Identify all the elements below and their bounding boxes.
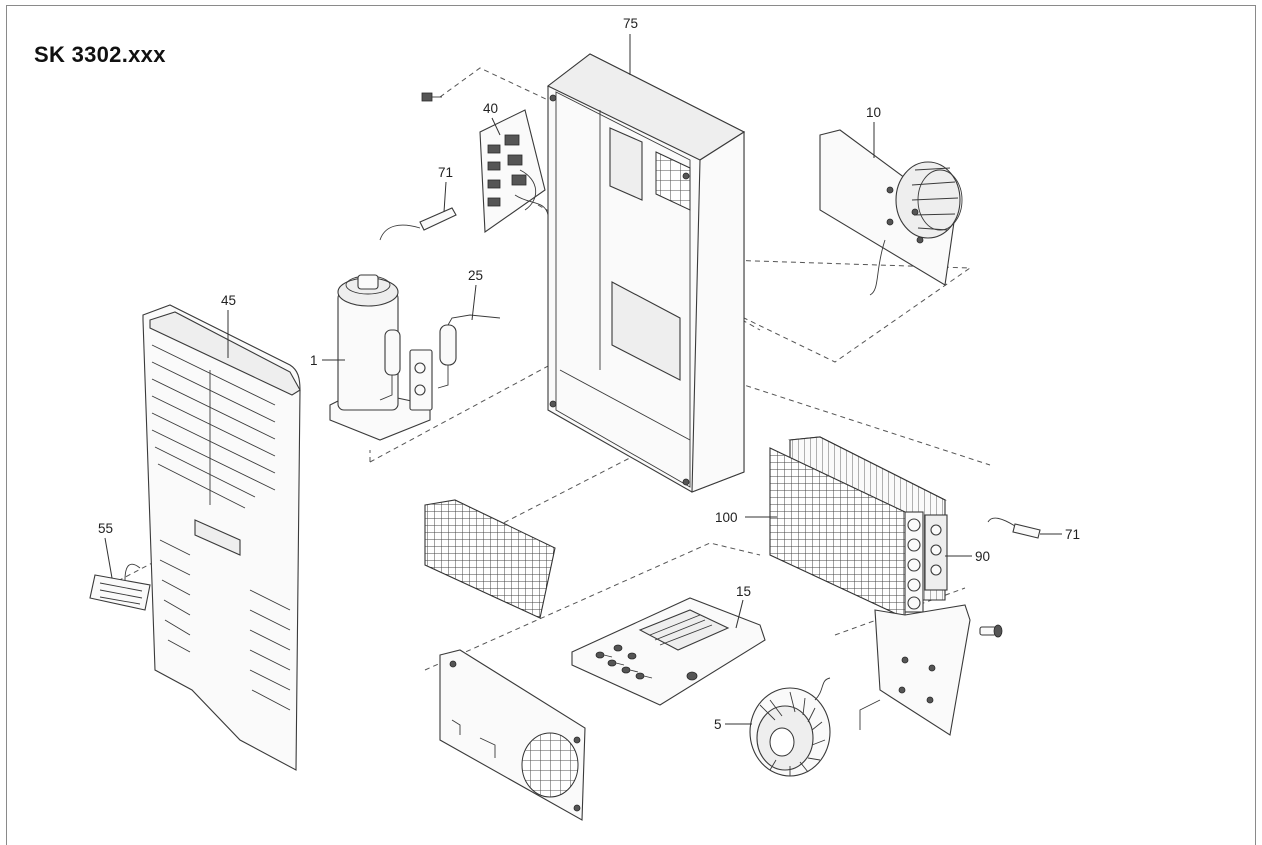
drawing-frame (6, 5, 1256, 845)
callout-55: 55 (98, 521, 113, 536)
cover-louvers-lower-left (159, 539, 191, 653)
housing-enclosure (546, 53, 746, 493)
accessory-screws (595, 644, 698, 681)
callout-45: 45 (221, 293, 236, 308)
compressor (329, 274, 433, 441)
base-plate (439, 649, 586, 821)
display-module (89, 563, 151, 611)
callout-15: 15 (736, 584, 751, 599)
callout-75: 75 (623, 16, 638, 31)
control-board (479, 109, 549, 234)
temperature-sensor-upper (379, 207, 457, 241)
leader-lines (104, 34, 1062, 725)
mounting-screw (979, 624, 1003, 638)
temperature-sensor-lower (987, 517, 1041, 539)
callout-100: 100 (715, 510, 738, 525)
front-cover (142, 304, 301, 771)
callout-25: 25 (468, 268, 483, 283)
callout-71-lower: 71 (1065, 527, 1080, 542)
callout-71-upper: 71 (438, 165, 453, 180)
filter-mesh-panel (424, 499, 556, 619)
cover-louvers-lower-right (249, 589, 291, 711)
cover-louvers-upper (151, 344, 276, 509)
callout-10: 10 (866, 105, 881, 120)
callout-5: 5 (714, 717, 722, 732)
mounting-bracket (859, 604, 971, 736)
evaporator-heat-exchanger (769, 436, 948, 619)
callout-labels: 75 40 71 10 45 25 1 55 100 71 90 15 5 (98, 16, 1080, 732)
callout-40: 40 (483, 101, 498, 116)
filter-drier (437, 314, 501, 389)
drawing-title: SK 3302.xxx (34, 42, 166, 67)
callout-90: 90 (975, 549, 990, 564)
radial-fan (749, 677, 831, 777)
callout-1: 1 (310, 353, 318, 368)
accessory-bag (571, 597, 766, 706)
connector-plug (421, 92, 442, 102)
condenser-fan-plate (819, 129, 963, 296)
